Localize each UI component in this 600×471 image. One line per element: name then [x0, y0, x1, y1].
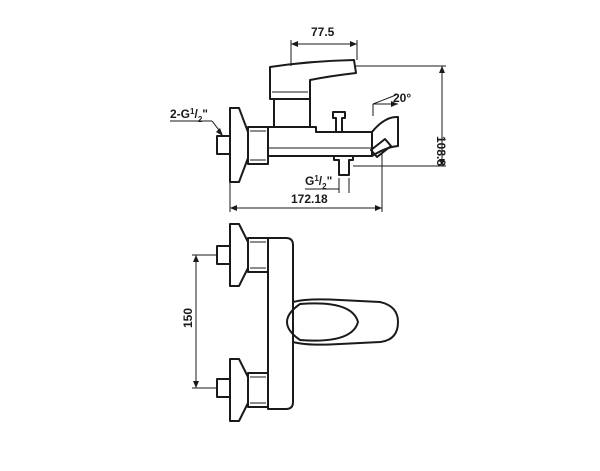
side-handle-lever	[269, 59, 357, 100]
top-lower-inlet	[216, 358, 269, 422]
top-body	[267, 237, 294, 410]
thread-outlet-label: G1/2"	[305, 174, 350, 193]
dim-inlet-spacing-label: 150	[181, 308, 195, 328]
side-diverter-button	[332, 111, 346, 133]
side-hex-nut	[247, 126, 269, 165]
side-spout	[371, 115, 399, 157]
dim-height-label: 108.8	[434, 136, 448, 166]
dim-height: 108.8	[353, 65, 448, 167]
top-view: 150	[181, 223, 399, 422]
dim-overall-length-label: 172.18	[291, 192, 328, 206]
side-body	[267, 126, 373, 157]
side-aerator	[370, 138, 392, 158]
side-outlet-nipple	[333, 155, 354, 176]
dim-overall-length: 172.18	[229, 150, 383, 212]
thread-inlet-label: 2-G1/2"	[170, 107, 223, 136]
dim-spout-angle-label: 20°	[393, 91, 411, 105]
side-view: 77.5 108.8 20° 172.18	[170, 25, 448, 212]
svg-text:2-G1/2": 2-G1/2"	[170, 107, 208, 124]
top-upper-inlet	[216, 223, 269, 287]
dim-spout-angle: 20°	[372, 91, 411, 116]
svg-text:G1/2": G1/2"	[305, 174, 332, 191]
side-inlet-pipe	[216, 135, 231, 155]
top-handle-inner	[286, 302, 359, 342]
dim-inlet-spacing: 150	[181, 254, 216, 389]
side-cartridge-housing	[273, 98, 311, 128]
dim-handle-reach-label: 77.5	[311, 25, 335, 39]
dim-handle-reach: 77.5	[290, 25, 358, 66]
side-wall-flange	[229, 107, 249, 183]
top-handle-lever	[292, 298, 399, 346]
